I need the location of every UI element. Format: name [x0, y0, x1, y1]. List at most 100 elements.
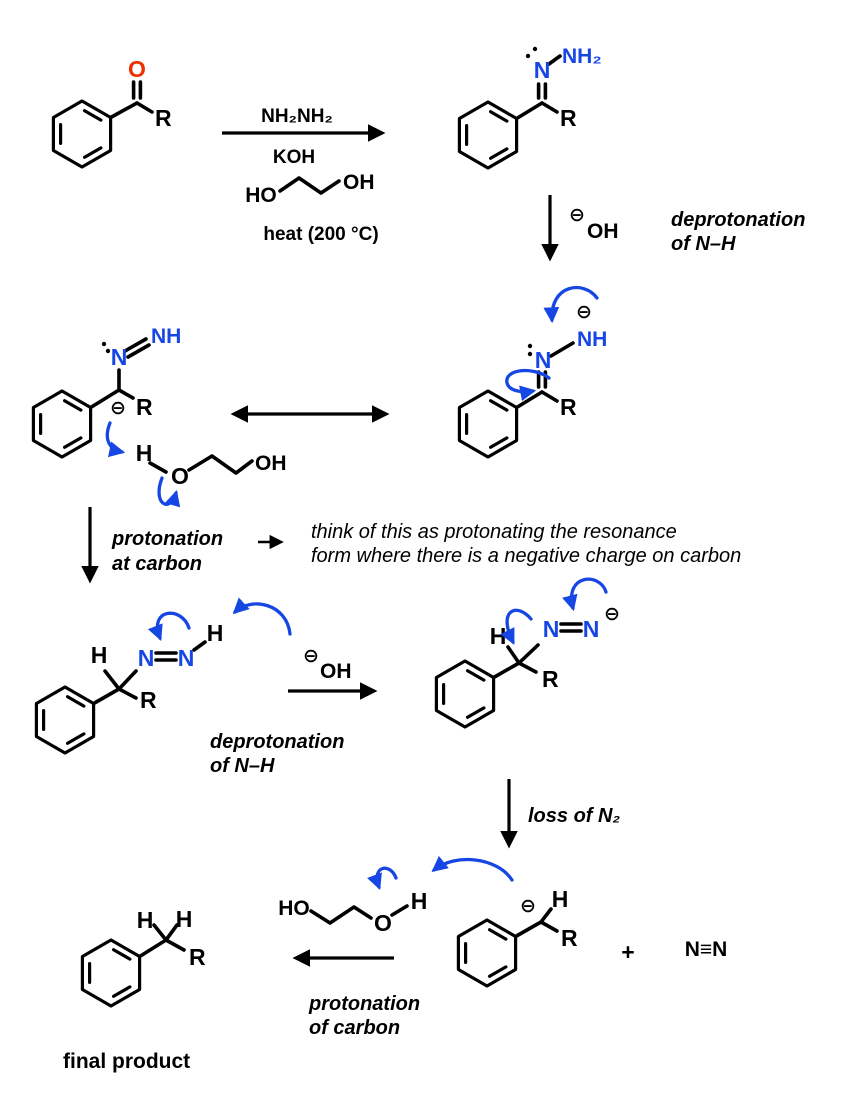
curved-arrow-charge-to-nn: [562, 577, 608, 612]
curved-arrow-charge-to-nn-bond: [543, 285, 599, 324]
nitrogen2-label: N: [583, 616, 600, 642]
resonance-note-line2: form where there is a negative charge on…: [311, 545, 741, 567]
glycol-ho-label: HO: [245, 184, 277, 207]
step-label-line2: of N–H: [210, 755, 275, 777]
imine-nitrogen-label: N: [534, 57, 551, 83]
benzene-ring: [434, 659, 496, 729]
curved-arrow-cn-to-carbon: [500, 608, 533, 645]
conditions-heat: heat (200 °C): [263, 224, 378, 245]
step-label-line1: deprotonation: [671, 209, 805, 231]
nitrogen1-label: N: [138, 645, 155, 671]
benzene-ring: [457, 100, 519, 170]
glycol-proton-label: H: [411, 888, 428, 914]
benzene-ring: [456, 918, 518, 988]
hydrazone-bonds: [514, 54, 562, 121]
amide-minus-charge: ⊖: [576, 302, 592, 323]
glycol-bonds: [148, 454, 254, 475]
benzene-ring: [51, 99, 113, 169]
benzene-ring: [457, 389, 519, 459]
methylene-h2-label: H: [176, 906, 193, 932]
r-group-label: R: [136, 394, 153, 420]
diazenide-minus-charge: ⊖: [604, 604, 620, 625]
carbonyl-oxygen-label: O: [128, 56, 146, 82]
hydroxide-oh-label: OH: [587, 220, 619, 243]
benzene-ring: [80, 938, 142, 1008]
lone-pair-dot: [101, 341, 107, 347]
glycol-proton-label: H: [136, 440, 153, 466]
benzene-ring: [34, 685, 96, 755]
nh-label: NH: [151, 325, 181, 348]
aza-anion-resonance-form: N NH ⊖ R: [457, 285, 607, 459]
amine-nh2-label: NH₂: [562, 45, 602, 68]
diazenide-bonds: [491, 622, 583, 680]
plus-sign: +: [621, 939, 634, 965]
nitrogen-label: N: [535, 347, 552, 373]
hydroxide-oh-label: OH: [320, 660, 352, 683]
lone-pair-dot: [527, 351, 533, 357]
reagent-hydrazine: NH₂NH₂: [261, 106, 333, 127]
step-label-line2: at carbon: [112, 553, 202, 575]
hydroxide-minus-charge: ⊖: [569, 205, 585, 226]
curved-arrow-oh-bond-to-oxygen: [367, 866, 398, 890]
ethylene-glycol-bonds: [278, 176, 341, 195]
benzene-ring: [31, 389, 93, 459]
glycol-ho-label: HO: [278, 897, 310, 920]
r-group-label: R: [560, 394, 577, 420]
ketone-substrate: O R: [51, 56, 172, 169]
hydroxide-minus-charge: ⊖: [303, 646, 319, 667]
lone-pair-dot: [532, 46, 538, 52]
final-product-structure: H H R: [80, 906, 206, 1008]
glycol-oxygen-label: O: [171, 463, 189, 489]
curved-arrow-carbanion-to-proton: [105, 421, 126, 458]
final-product-caption: final product: [63, 1050, 190, 1073]
lone-pair-dot: [525, 53, 531, 59]
step-label: loss of N₂: [528, 805, 620, 827]
diazenide-intermediate: H N N ⊖ R: [434, 577, 620, 729]
step-label-line1: protonation: [308, 993, 420, 1015]
protonation-of-carbon-step: protonation of carbon: [292, 949, 420, 1039]
carbanion-bonds: [513, 907, 559, 939]
nitrogen-gas-label: N≡N: [685, 938, 728, 961]
r-group-label: R: [542, 666, 559, 692]
r-group-label: R: [140, 687, 157, 713]
deprotonation-step-1: ⊖ OH deprotonation of N–H: [541, 195, 805, 262]
lone-pair-dot: [527, 343, 533, 349]
r-group-label: R: [561, 925, 578, 951]
carbanion-resonance-form: N NH ⊖ R H O OH: [31, 325, 287, 508]
r-group-label: R: [189, 944, 206, 970]
curved-arrow-nn-pi-shift: [147, 611, 191, 641]
methine-h-label: H: [490, 623, 507, 649]
protonation-at-carbon-step: protonation at carbon think of this as p…: [81, 507, 741, 584]
curved-arrow-oh-bond-to-oxygen: [157, 476, 181, 508]
nitrogen1-label: N: [543, 616, 560, 642]
nh-proton-label: H: [207, 620, 224, 646]
reaction-conditions: NH₂NH₂ KOH HO OH heat (200 °C): [222, 106, 386, 245]
methine-h-label: H: [552, 886, 569, 912]
glycol-oxygen-label: O: [374, 910, 392, 936]
methine-h-label: H: [91, 642, 108, 668]
lone-pair-dot: [105, 348, 111, 354]
curved-arrow-hydroxide-to-proton: [232, 597, 292, 636]
glycol-bonds: [309, 904, 409, 925]
diazene-bonds: [91, 640, 207, 706]
step-label-line1: protonation: [111, 528, 223, 550]
nitrogen-label: N: [111, 344, 128, 370]
nh-label: NH: [577, 328, 607, 351]
ethylene-glycol-proton-source: HO O H: [278, 855, 514, 936]
curved-arrow-carbanion-to-proton: [431, 855, 514, 882]
hydrazone-intermediate: N NH₂ R: [457, 45, 602, 170]
r-group-label: R: [155, 105, 172, 131]
glycol-oh-label: OH: [255, 452, 287, 475]
loss-of-n2-step: loss of N₂: [500, 779, 620, 849]
glycol-oh-label: OH: [343, 171, 375, 194]
r-group-label: R: [560, 105, 577, 131]
ketone-bonds: [108, 80, 154, 120]
diazene-intermediate: H N N H R: [34, 597, 292, 755]
deprotonation-step-2: ⊖ OH deprotonation of N–H: [210, 646, 378, 777]
benzyl-carbanion: ⊖ H R: [456, 886, 578, 988]
carbanion-bonds: [88, 337, 151, 410]
carbanion-minus-charge: ⊖: [520, 896, 536, 917]
nitrogen2-label: N: [178, 645, 195, 671]
step-label-line2: of carbon: [309, 1017, 400, 1039]
